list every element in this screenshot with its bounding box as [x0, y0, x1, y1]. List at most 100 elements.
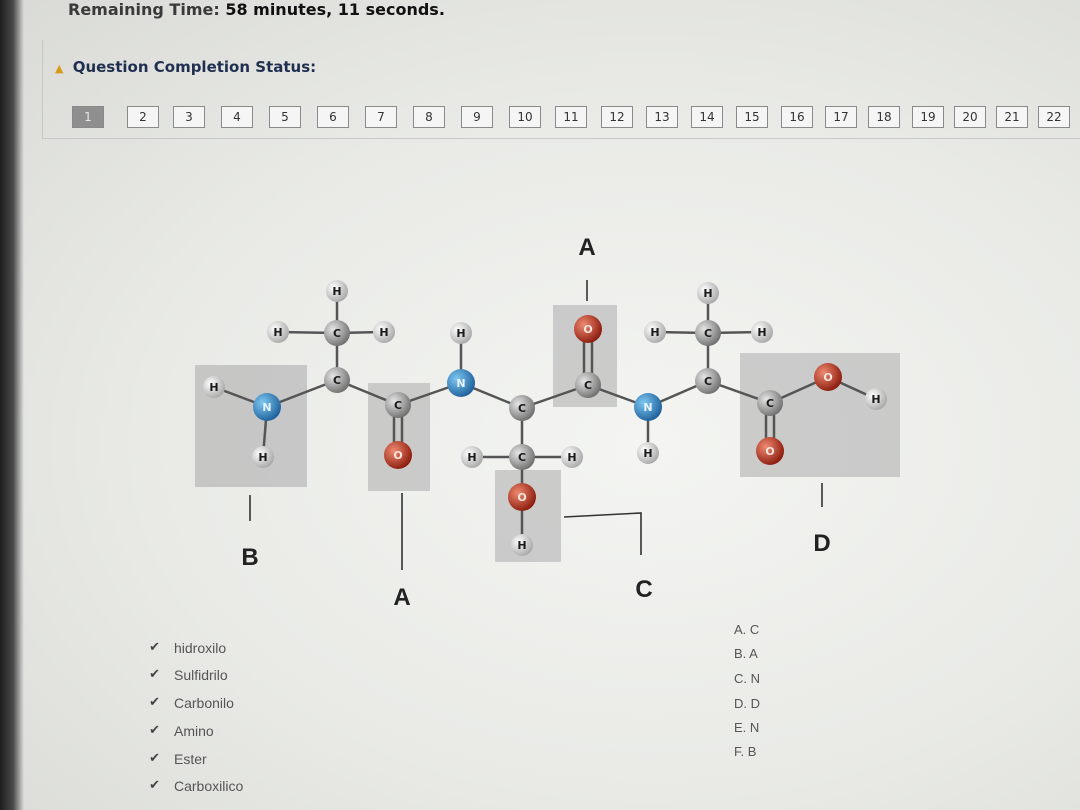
hydrogen-atom: [450, 322, 472, 344]
hydrogen-atom: [637, 442, 659, 464]
svg-text:O: O: [517, 491, 526, 504]
callout-a-bottom: A: [393, 584, 410, 611]
nitrogen-atom: [447, 369, 475, 397]
answer-select[interactable]: ✔: [124, 639, 166, 656]
atom-letters: C C C C C C C C C N N N O O O O O H H H …: [209, 285, 880, 552]
callout-d: D: [813, 530, 830, 557]
svg-text:H: H: [517, 539, 526, 552]
question-button-14[interactable]: 14: [691, 106, 723, 128]
question-button-6[interactable]: 6: [317, 106, 349, 128]
question-button-21[interactable]: 21: [996, 106, 1028, 128]
hydrogen-atom: [511, 534, 533, 556]
carbon-atom: [324, 367, 350, 393]
question-button-4[interactable]: 4: [221, 106, 253, 128]
question-button-12[interactable]: 12: [601, 106, 633, 128]
question-button-19[interactable]: 19: [912, 106, 944, 128]
oxygen-atom: [574, 315, 602, 343]
answer-select[interactable]: ✔: [124, 750, 166, 767]
question-button-3[interactable]: 3: [173, 106, 205, 128]
question-button-13[interactable]: 13: [646, 106, 678, 128]
hydrogen-atom: [697, 282, 719, 304]
carbon-atom: [757, 390, 783, 416]
match-row-amino: ✔Amino: [124, 722, 214, 739]
question-button-9[interactable]: 9: [461, 106, 493, 128]
question-button-20[interactable]: 20: [954, 106, 986, 128]
svg-text:H: H: [332, 285, 341, 298]
svg-text:C: C: [518, 451, 526, 464]
hydrogen-atom: [326, 280, 348, 302]
svg-text:H: H: [379, 326, 388, 339]
svg-text:C: C: [333, 374, 341, 387]
term-label: Ester: [174, 751, 207, 768]
answer-select[interactable]: ✔: [124, 694, 166, 711]
callout-c: C: [635, 576, 652, 603]
oxygen-atoms: [384, 315, 842, 511]
chevron-down-icon: ✔: [149, 777, 160, 793]
collapse-triangle-icon[interactable]: ▲: [55, 62, 64, 75]
chevron-down-icon: ✔: [149, 750, 160, 766]
timer-value: 58 minutes, 11 seconds.: [225, 0, 445, 19]
oxygen-atom: [508, 483, 536, 511]
svg-text:H: H: [209, 381, 218, 394]
answer-select[interactable]: ✔: [124, 666, 166, 683]
carbon-atoms: [324, 320, 783, 470]
svg-text:C: C: [333, 327, 341, 340]
svg-text:H: H: [757, 326, 766, 339]
term-label: Carboxilico: [174, 778, 244, 795]
question-button-18[interactable]: 18: [868, 106, 900, 128]
chevron-down-icon: ✔: [149, 694, 160, 710]
question-button-1[interactable]: 1: [72, 106, 104, 128]
oxygen-atom: [814, 363, 842, 391]
svg-text:O: O: [393, 449, 402, 462]
nitrogen-atom: [253, 393, 281, 421]
hydrogen-atom: [561, 446, 583, 468]
svg-text:O: O: [765, 445, 774, 458]
hydrogen-atom: [373, 321, 395, 343]
callout-lines: [249, 280, 823, 570]
svg-text:C: C: [704, 375, 712, 388]
svg-text:N: N: [262, 401, 271, 414]
svg-text:C: C: [584, 379, 592, 392]
option-d: D. D: [734, 696, 760, 711]
hydrogen-atom: [644, 321, 666, 343]
question-completion-status: ▲ Question Completion Status:: [55, 58, 316, 76]
question-button-7[interactable]: 7: [365, 106, 397, 128]
question-button-2[interactable]: 2: [127, 106, 159, 128]
answer-select[interactable]: ✔: [124, 777, 166, 794]
svg-text:H: H: [643, 447, 652, 460]
carbon-atom: [509, 444, 535, 470]
question-button-5[interactable]: 5: [269, 106, 301, 128]
question-button-8[interactable]: 8: [413, 106, 445, 128]
question-button-22[interactable]: 22: [1038, 106, 1070, 128]
nitrogen-atom: [634, 393, 662, 421]
question-button-10[interactable]: 10: [509, 106, 541, 128]
answer-select[interactable]: ✔: [124, 722, 166, 739]
match-row-sulfidrilo: ✔ Sulfidrilo: [124, 666, 228, 683]
option-e: E. N: [734, 720, 760, 735]
chevron-down-icon: ✔: [149, 666, 160, 682]
option-f: F. B: [734, 744, 757, 759]
svg-text:O: O: [823, 371, 832, 384]
question-button-16[interactable]: 16: [781, 106, 813, 128]
question-button-15[interactable]: 15: [736, 106, 768, 128]
svg-text:H: H: [456, 327, 465, 340]
svg-text:H: H: [871, 393, 880, 406]
status-panel: [42, 40, 1080, 139]
match-row-carbonilo: ✔Carbonilo: [124, 694, 234, 711]
match-row-carboxilico: ✔ Carboxilico: [124, 777, 243, 794]
carbon-atom: [695, 368, 721, 394]
svg-text:H: H: [703, 287, 712, 300]
left-edge-shadow: [0, 0, 24, 810]
question-button-11[interactable]: 11: [555, 106, 587, 128]
hydrogen-atom: [865, 388, 887, 410]
chevron-down-icon: ✔: [149, 639, 160, 655]
question-button-17[interactable]: 17: [825, 106, 857, 128]
hydrogen-atom: [267, 321, 289, 343]
carbon-atom: [385, 392, 411, 418]
callout-b: B: [241, 544, 258, 571]
svg-text:H: H: [650, 326, 659, 339]
svg-text:H: H: [567, 451, 576, 464]
svg-text:C: C: [518, 402, 526, 415]
term-label: Sulfidrilo: [174, 667, 228, 684]
svg-text:C: C: [766, 397, 774, 410]
